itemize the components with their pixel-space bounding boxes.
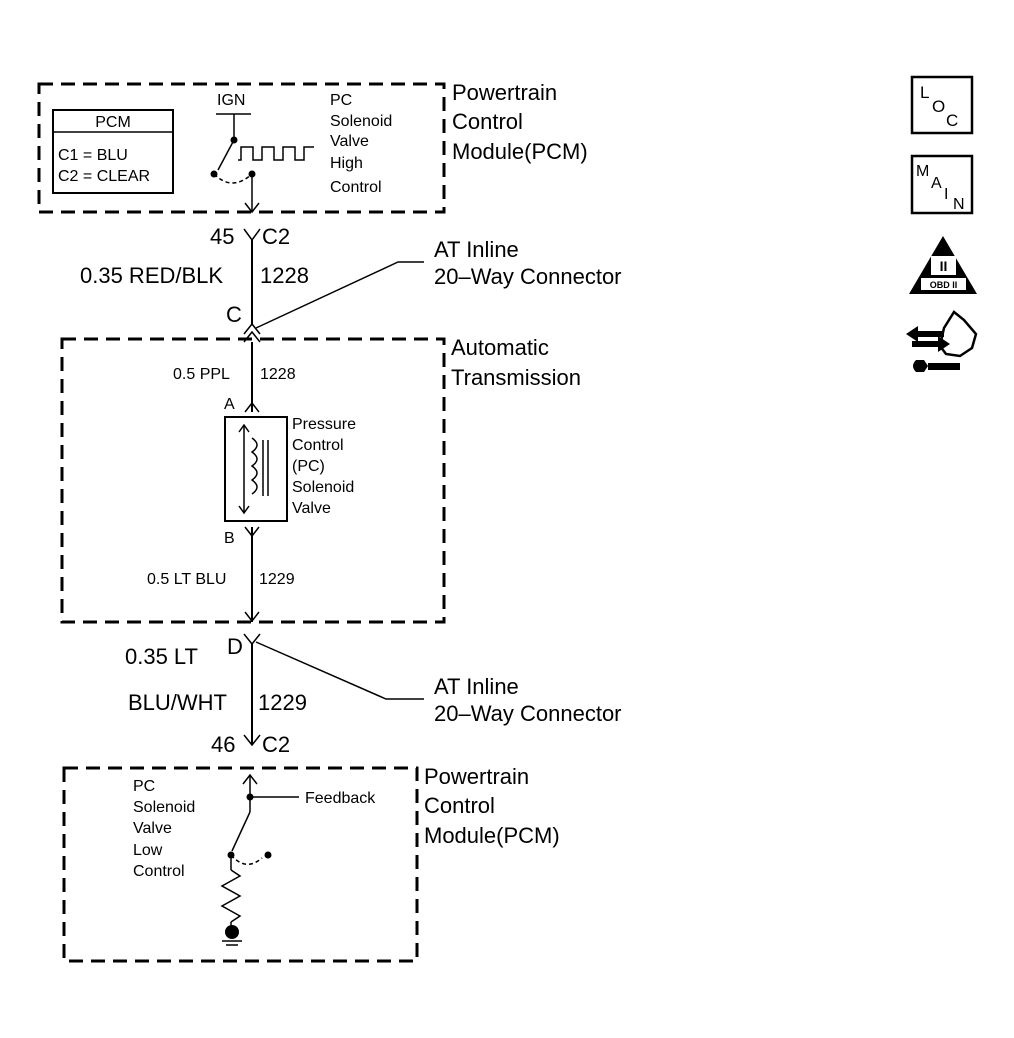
solenoid-name-4: Solenoid <box>292 479 354 496</box>
resistor-icon <box>220 869 242 923</box>
diagnostic-hand-icon <box>906 310 978 372</box>
inline-connector-d: D AT Inline 20–Way Connector <box>227 633 622 726</box>
pcm-bottom-circuit-3: Valve <box>133 820 172 837</box>
pcm-bottom-name-2: Control <box>424 793 495 818</box>
solenoid-coil-icon <box>250 437 258 495</box>
pcm-legend-title: PCM <box>95 114 131 131</box>
low-switch-arm <box>231 811 251 852</box>
solenoid-name-3: (PC) <box>292 458 325 475</box>
pcm-legend-box <box>52 109 174 194</box>
pin-b-label: B <box>224 530 235 547</box>
pcm-top-circuit-5: Control <box>330 179 382 196</box>
wire-bottom-circuit: 1229 <box>258 690 307 715</box>
wire-bottom-gauge-1: 0.35 LT <box>125 644 198 669</box>
wire-b-circuit: 1229 <box>259 571 295 588</box>
solenoid-name-1: Pressure <box>292 416 356 433</box>
transmission-name-2: Transmission <box>451 365 581 390</box>
inline-bottom-label-2: 20–Way Connector <box>434 701 622 726</box>
pcm-top-name-3: Module(PCM) <box>452 139 588 164</box>
pcm-top-name-1: Powertrain <box>452 80 557 105</box>
pcm-top-circuit-1: PC <box>330 92 352 109</box>
pcm-bottom-circuit-5: Control <box>133 863 185 880</box>
wire-bottom-gauge-2: BLU/WHT <box>128 690 227 715</box>
loc-letter-l: L <box>920 83 929 102</box>
loc-letter-c: C <box>946 111 958 130</box>
main-letter-i: I <box>944 186 948 203</box>
solenoid-name-2: Control <box>292 437 344 454</box>
loc-button[interactable]: L O C <box>910 75 974 135</box>
pwm-waveform-icon <box>238 146 314 161</box>
inline-pin-c-label: C <box>226 302 242 327</box>
wire-a-circuit: 1228 <box>260 366 296 383</box>
pcm-legend-c1: C1 = BLU <box>58 147 128 164</box>
pcm-top-name-2: Control <box>452 109 523 134</box>
obd-ii-numeral: II <box>940 258 948 274</box>
inline-bottom-label-1: AT Inline <box>434 674 519 699</box>
switch-arm <box>217 139 235 171</box>
inline-pin-d-label: D <box>227 634 243 659</box>
pcm-bottom-name-1: Powertrain <box>424 764 529 789</box>
connector-c2-pin-46: 46 C2 <box>211 732 290 757</box>
inline-top-label-1: AT Inline <box>434 237 519 262</box>
diagnostic-button[interactable] <box>906 310 978 372</box>
pcm-bottom-circuit-2: Solenoid <box>133 799 195 816</box>
pin-46-label: 46 <box>211 732 235 757</box>
pcm-top-boundary <box>37 82 446 214</box>
inline-top-label-2: 20–Way Connector <box>434 264 622 289</box>
feedback-label: Feedback <box>305 790 376 807</box>
pcm-legend-c2: C2 = CLEAR <box>58 168 150 185</box>
connector-c2-pin-45: 45 C2 <box>210 224 290 249</box>
main-button[interactable]: M A I N <box>910 154 974 215</box>
solenoid-name-5: Valve <box>292 500 331 517</box>
wire-a-gauge: 0.5 PPL <box>173 366 230 383</box>
loc-icon <box>910 75 974 135</box>
wire-top-gauge-color: 0.35 RED/BLK <box>80 263 223 288</box>
pcm-bottom-name-3: Module(PCM) <box>424 823 560 848</box>
pcm-bottom-module: Powertrain Control Module(PCM) Feedback … <box>62 764 560 963</box>
pcm-bottom-boundary <box>62 766 419 963</box>
ground-node <box>225 925 239 939</box>
obd-ii-label: OBD II <box>930 280 958 290</box>
pin-a-label: A <box>224 396 235 413</box>
pcm-bottom-circuit-4: Low <box>133 842 163 859</box>
connector-c2-top-label: C2 <box>262 224 290 249</box>
pin-45-label: 45 <box>210 224 234 249</box>
pcm-top-circuit-4: High <box>330 155 363 172</box>
connector-c2-bottom-label: C2 <box>262 732 290 757</box>
wire-b-gauge: 0.5 LT BLU <box>147 571 226 588</box>
transmission-module: Automatic Transmission 0.5 PPL 1228 A Pr… <box>60 335 581 624</box>
main-letter-m: M <box>916 163 929 180</box>
ign-label: IGN <box>217 92 245 109</box>
wire-top-circuit: 1228 <box>260 263 309 288</box>
pcm-top-circuit-2: Solenoid <box>330 113 392 130</box>
transmission-boundary <box>60 337 446 624</box>
obd-ii-button[interactable]: II OBD II <box>909 236 977 294</box>
pcm-top-module: PCM C1 = BLU C2 = CLEAR IGN PC Solenoid … <box>37 80 588 214</box>
inline-connector-c: C AT Inline 20–Way Connector <box>226 237 622 343</box>
pcm-top-circuit-3: Valve <box>330 133 369 150</box>
main-letter-n: N <box>953 196 965 213</box>
pcm-bottom-circuit-1: PC <box>133 778 155 795</box>
loc-letter-o: O <box>932 97 945 116</box>
main-letter-a: A <box>931 175 942 192</box>
transmission-name-1: Automatic <box>451 335 549 360</box>
main-icon <box>910 154 974 215</box>
